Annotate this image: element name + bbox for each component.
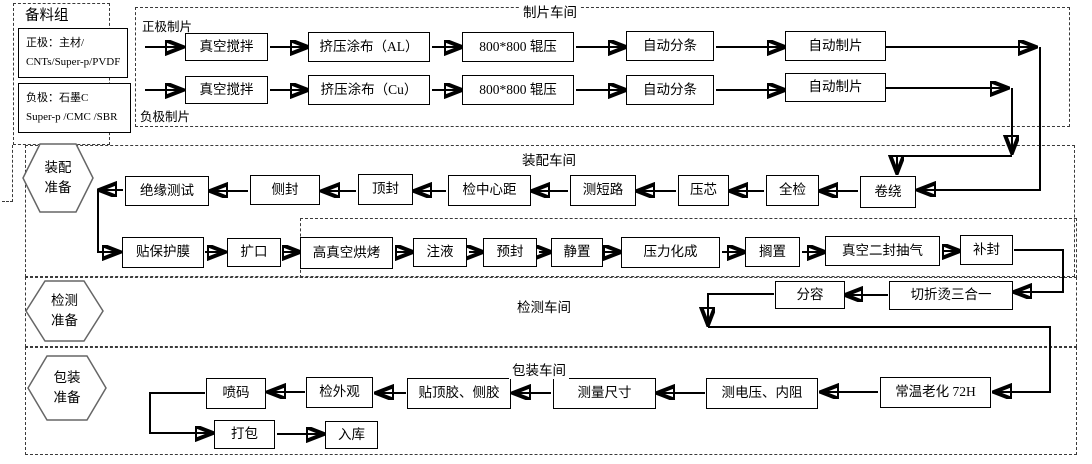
testing-workshop-region <box>25 277 1077 347</box>
hex-testing-line2: 准备 <box>51 313 78 328</box>
hexagon-shape <box>25 280 104 342</box>
node-center-distance-check: 检中心距 <box>448 175 531 206</box>
hexagon-shape <box>22 143 94 213</box>
node-vacuum-mixing-2: 真空搅拌 <box>185 76 268 104</box>
node-top-seal: 顶封 <box>358 174 413 205</box>
testing-workshop-title: 检测车间 <box>514 296 574 316</box>
node-capacity-grading: 分容 <box>775 281 845 309</box>
node-protective-film: 贴保护膜 <box>122 237 204 268</box>
preparation-region-extension <box>2 145 13 202</box>
anode-sheeting-row-label: 负极制片 <box>140 110 191 124</box>
node-pressure-formation: 压力化成 <box>621 237 720 268</box>
node-auto-sheet-making-1: 自动制片 <box>785 31 886 61</box>
anode-material-line1: 负极：石墨C <box>26 92 89 104</box>
node-side-seal: 侧封 <box>250 175 320 205</box>
assembly-workshop-title: 装配车间 <box>519 149 579 169</box>
sheeting-workshop-title: 制片车间 <box>520 1 580 21</box>
hexagon-testing-prep: 检测准备 <box>25 280 104 342</box>
anode-material-line2: Super-p /CMC /SBR <box>26 111 118 123</box>
node-voltage-ir-test: 测电压、内阻 <box>706 378 818 409</box>
hex-packaging-line1: 包装 <box>53 370 81 385</box>
node-cut-fold-iron-3in1: 切折烫三合一 <box>889 281 1013 310</box>
node-size-measurement: 测量尺寸 <box>553 378 656 409</box>
node-pre-seal: 预封 <box>483 238 537 267</box>
packaging-workshop-region <box>25 347 1077 455</box>
node-insulation-test: 绝缘测试 <box>125 176 209 206</box>
hexagon-assembly-prep: 装配准备 <box>22 143 94 213</box>
hexagon-packaging-prep: 包装准备 <box>27 355 107 421</box>
packaging-workshop-title: 包装车间 <box>509 359 569 379</box>
cathode-material-box: 正极：主材/ CNTs/Super-p/PVDF <box>18 28 128 78</box>
node-room-temp-aging: 常温老化 72H <box>880 377 991 408</box>
sheeting-workshop-region <box>135 7 1070 127</box>
node-supplement-seal: 补封 <box>960 235 1013 265</box>
node-appearance-check: 检外观 <box>306 377 373 408</box>
node-warehousing: 入库 <box>325 421 378 449</box>
node-winding: 卷绕 <box>860 176 916 208</box>
node-short-circuit-test: 测短路 <box>570 175 636 206</box>
node-inkjet-coding: 喷码 <box>206 378 266 409</box>
node-vacuum-mixing-1: 真空搅拌 <box>185 33 268 61</box>
assembly-workshop-region <box>25 145 1075 277</box>
node-vacuum-second-seal: 真空二封抽气 <box>825 236 940 266</box>
cathode-material-line1: 正极：主材/ <box>26 37 85 49</box>
node-core-pressing: 压芯 <box>678 175 729 206</box>
anode-material-box: 负极：石墨C Super-p /CMC /SBR <box>18 83 131 133</box>
preparation-group-title: 备料组 <box>22 4 72 25</box>
node-injection: 注液 <box>413 238 467 267</box>
node-full-inspection: 全检 <box>766 175 819 206</box>
node-extrusion-coating-cu: 挤压涂布（Cu） <box>308 75 430 105</box>
node-standing: 静置 <box>551 238 603 267</box>
node-auto-slitting-2: 自动分条 <box>626 75 714 105</box>
node-roll-press-2: 800*800 辊压 <box>462 75 574 105</box>
node-packing: 打包 <box>214 420 275 449</box>
cathode-sheeting-row-label: 正极制片 <box>142 20 193 34</box>
node-extrusion-coating-al: 挤压涂布（AL） <box>308 32 430 62</box>
node-roll-press-1: 800*800 辊压 <box>462 32 574 62</box>
node-auto-sheet-making-2: 自动制片 <box>785 73 886 102</box>
hex-assembly-line2: 准备 <box>44 180 72 195</box>
hexagon-shape <box>27 355 107 421</box>
hex-assembly-line1: 装配 <box>44 160 72 175</box>
node-auto-slitting-1: 自动分条 <box>626 31 714 61</box>
node-flaring: 扩口 <box>227 238 281 267</box>
hex-testing-line1: 检测 <box>51 293 78 308</box>
node-high-vacuum-baking: 高真空烘烤 <box>300 237 393 269</box>
hex-packaging-line2: 准备 <box>53 390 81 405</box>
node-top-side-tape: 贴顶胶、侧胶 <box>407 378 511 409</box>
node-resting: 搁置 <box>745 237 800 267</box>
cathode-material-line2: CNTs/Super-p/PVDF <box>26 56 121 68</box>
